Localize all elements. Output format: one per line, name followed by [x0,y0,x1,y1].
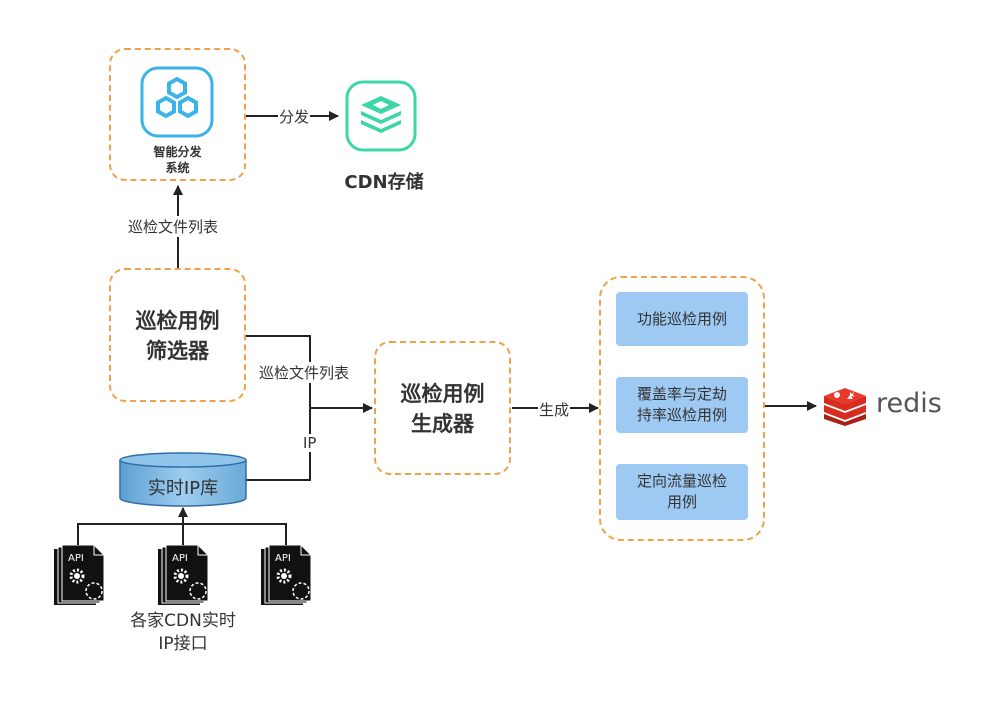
case-card-directed-label-line1: 定向流量巡检 [636,472,727,490]
case-card-coverage[interactable]: 覆盖率与定劫 持率巡检用例 [616,377,748,433]
api-icon-3: API [261,544,312,609]
ip-db-cylinder[interactable] [118,452,248,510]
case-card-functional[interactable]: 功能巡检用例 [616,292,748,346]
dispatch-system-icon [140,66,214,138]
edge-label-generate: 生成 [538,399,571,420]
cdn-api-label-line1: 各家CDN实时 [130,611,236,631]
edge-filter-to-generator [245,335,311,408]
svg-text:API: API [172,553,188,564]
edge-ip-to-generator [246,408,311,481]
edge-label-filter-to-generator: 巡检文件列表 [258,362,351,383]
cdn-storage-icon[interactable] [345,80,417,152]
api-icon-2: API [158,544,209,609]
redis-label: redis [876,388,942,419]
dispatch-system-label-line1: 智能分发 [153,145,202,159]
svg-text:API: API [68,553,84,564]
cdn-api-label: 各家CDN实时 IP接口 [108,610,258,656]
case-filter-label: 巡检用例 筛选器 [109,306,246,366]
case-generator-label-line2: 生成器 [411,412,474,436]
dispatch-system-label: 智能分发 系统 [109,144,246,176]
case-filter-label-line1: 巡检用例 [135,309,220,333]
case-card-directed-traffic[interactable]: 定向流量巡检 用例 [616,464,748,520]
edge-label-dispatch: 分发 [278,106,311,127]
case-card-functional-label: 功能巡检用例 [636,309,727,328]
case-filter-label-line2: 筛选器 [146,339,209,363]
cdn-storage-label: CDN存储 [344,172,424,193]
case-card-coverage-label-line1: 覆盖率与定劫 [636,385,727,403]
edge-label-filter-to-dispatch: 巡检文件列表 [127,216,220,237]
ip-db-label: 实时IP库 [147,478,219,499]
case-filter-node[interactable] [109,268,246,402]
svg-text:API: API [275,553,291,564]
api-icon-1: API [54,544,105,609]
case-card-directed-label-line2: 用例 [666,493,697,511]
case-generator-label: 巡检用例 生成器 [374,379,511,439]
edge-label-ip: IP [302,434,318,452]
redis-logo-icon [824,388,866,426]
case-card-coverage-label-line2: 持率巡检用例 [636,406,727,424]
cdn-api-label-line2: IP接口 [158,634,208,654]
case-generator-label-line1: 巡检用例 [400,382,485,406]
dispatch-system-label-line2: 系统 [165,161,190,175]
case-generator-node[interactable] [374,341,511,475]
